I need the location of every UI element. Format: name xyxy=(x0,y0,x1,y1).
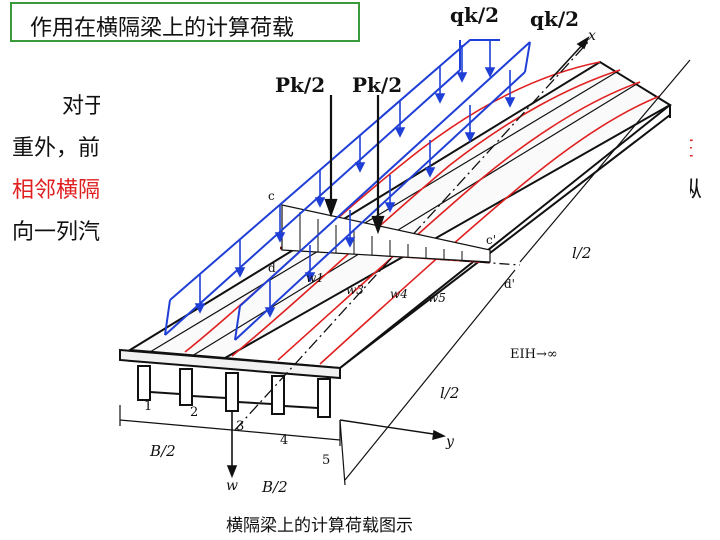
label-axis-y: y xyxy=(445,434,455,450)
deck-front-face xyxy=(119,348,341,380)
uniform-load-strips xyxy=(164,39,531,341)
point-load-arrows xyxy=(324,95,385,235)
body-line-1-start: 对于 xyxy=(62,94,107,119)
uniform-load-arrows xyxy=(194,40,516,318)
label-b-right: B/2 xyxy=(261,478,288,496)
girder-ribs xyxy=(137,365,331,418)
label-l-top: l/2 xyxy=(572,244,591,262)
label-pk-right: Pk/2 xyxy=(352,73,402,97)
label-deflection-w4: w4 xyxy=(390,287,408,301)
label-deflection-w1: w1 xyxy=(306,271,324,285)
girder-rib-3 xyxy=(225,372,239,412)
label-girder-1: 1 xyxy=(144,399,152,414)
girder-rib-2 xyxy=(179,368,193,406)
label-l-bottom: l/2 xyxy=(440,384,459,402)
label-girder-5: 5 xyxy=(322,453,330,468)
girder-rib-1 xyxy=(137,365,151,401)
label-axis-w: w xyxy=(226,478,238,494)
label-pk-left: Pk/2 xyxy=(275,73,325,97)
label-point-d-prime: d' xyxy=(504,277,515,291)
label-deflection-w3: w3 xyxy=(346,283,364,297)
y-axis xyxy=(339,419,446,440)
body-line-2-start: 重外，前 xyxy=(12,136,101,161)
dimension-lines xyxy=(119,59,691,486)
girder-bottom-flanges xyxy=(149,391,319,409)
x-axis xyxy=(549,36,590,81)
label-deflection-w5: w5 xyxy=(428,291,446,305)
slide-title: 作用在横隔梁上的计算荷载 xyxy=(30,16,295,41)
influence-hatching xyxy=(299,212,463,260)
body-line-4-start: 向一列汽 xyxy=(12,220,101,245)
label-girder-4: 4 xyxy=(280,433,288,448)
label-girder-2: 2 xyxy=(190,405,198,420)
label-point-c: c xyxy=(268,189,275,203)
girder-rib-5 xyxy=(317,378,331,418)
label-qk-left: qk/2 xyxy=(450,3,499,27)
label-point-c-prime: c' xyxy=(486,233,496,247)
w-axis xyxy=(226,412,238,479)
label-stiffness: EIH→∞ xyxy=(510,347,558,362)
deck-right-side xyxy=(339,114,671,369)
figure-caption: 横隔梁上的计算荷载图示 xyxy=(226,516,413,536)
label-axis-x: x xyxy=(588,28,596,44)
label-girder-3: 3 xyxy=(236,419,244,434)
label-qk-right: qk/2 xyxy=(530,7,579,31)
body-line-3-start: 相邻横隔 xyxy=(12,178,101,203)
title-box: 作用在横隔梁上的计算荷载 xyxy=(10,2,360,42)
girder-rib-4 xyxy=(271,375,285,415)
label-point-d: d xyxy=(268,261,276,275)
label-b-left: B/2 xyxy=(149,442,176,460)
